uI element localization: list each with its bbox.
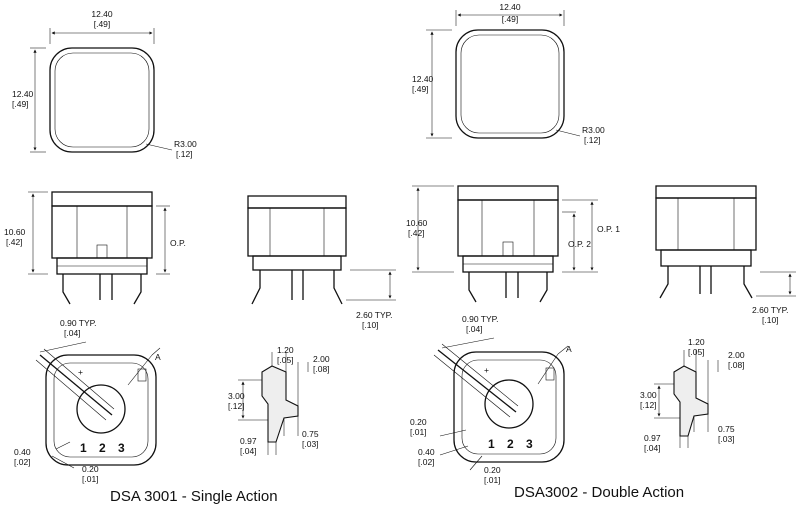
right-det-120-in: [.05] — [688, 347, 705, 357]
right-top-height: 12.40 — [412, 74, 434, 84]
right-top-view: 12.40 [.49] 12.40 [.49] R3.00 [.12] — [412, 2, 605, 145]
plus-mark-icon: + — [78, 367, 83, 377]
right-det-120: 1.20 — [688, 337, 705, 347]
left-pin-3: 3 — [118, 441, 125, 455]
left-pin-len: 2.60 TYP. — [356, 310, 393, 320]
right-dim-020b: 0.20 — [484, 465, 501, 475]
right-dim-020: 0.20 — [410, 417, 427, 427]
right-pin-3: 3 — [526, 437, 533, 451]
left-front-view: 10.60 [.42] O.P. — [4, 191, 186, 305]
left-top-view: 12.40 [.49] 12.40 [.49] R3.00 [.12] — [12, 9, 197, 159]
right-typ-in: [.04] — [466, 324, 483, 334]
left-top-height-in: [.49] — [12, 99, 29, 109]
right-det-075: 0.75 — [718, 424, 735, 434]
left-side-height-in: [.42] — [6, 237, 23, 247]
left-pin-1: 1 — [80, 441, 87, 455]
left-det-120: 1.20 — [277, 345, 294, 355]
left-dim-020: 0.20 — [82, 464, 99, 474]
left-arrow-a: A — [155, 352, 161, 362]
left-top-height: 12.40 — [12, 89, 34, 99]
left-dim-040: 0.40 — [14, 447, 31, 457]
right-op1-label: O.P. 1 — [597, 224, 620, 234]
right-det-075-in: [.03] — [718, 434, 735, 444]
right-front-view: 10.60 [.42] O.P. 1 O.P. 2 — [406, 185, 620, 303]
left-dim-040-in: [.02] — [14, 457, 31, 467]
left-det-075: 0.75 — [302, 429, 319, 439]
right-latch-detail: 1.20 [.05] 2.00 [.08] 3.00 [.12] 0.97 [.… — [640, 337, 745, 453]
left-side-view: 2.60 TYP. [.10] — [247, 195, 396, 330]
left-pin-2: 2 — [99, 441, 106, 455]
right-pin-2: 2 — [507, 437, 514, 451]
right-dim-020-in: [.01] — [410, 427, 427, 437]
left-det-120-in: [.05] — [277, 355, 294, 365]
right-bottom-view: + 0.90 TYP. [.04] A 1 2 3 0.20 [.01] 0.4… — [410, 314, 572, 485]
left-det-200: 2.00 — [313, 354, 330, 364]
right-det-097: 0.97 — [644, 433, 661, 443]
right-arrow-a: A — [566, 344, 572, 354]
right-top-width-in: [.49] — [502, 14, 519, 24]
right-typ: 0.90 TYP. — [462, 314, 499, 324]
left-det-097-in: [.04] — [240, 446, 257, 456]
right-caption: DSA3002 - Double Action — [514, 484, 685, 501]
right-dim-040-in: [.02] — [418, 457, 435, 467]
right-dim-040: 0.40 — [418, 447, 435, 457]
left-radius: R3.00 — [174, 139, 197, 149]
right-dim-020b-in: [.01] — [484, 475, 501, 485]
left-latch-detail: 1.20 [.05] 2.00 [.08] 3.00 [.12] 0.97 [.… — [228, 345, 330, 456]
right-det-300-in: [.12] — [640, 400, 657, 410]
left-side-height: 10.60 — [4, 227, 26, 237]
right-op2-label: O.P. 2 — [568, 239, 591, 249]
left-bottom-view: + 0.90 TYP. [.04] A 1 2 3 0.40 [.02] 0.2… — [14, 318, 161, 484]
right-det-200-in: [.08] — [728, 360, 745, 370]
plus-mark-icon: + — [484, 365, 489, 375]
left-det-200-in: [.08] — [313, 364, 330, 374]
right-side-height-in: [.42] — [408, 228, 425, 238]
left-det-300: 3.00 — [228, 391, 245, 401]
left-det-097: 0.97 — [240, 436, 257, 446]
right-radius: R3.00 — [582, 125, 605, 135]
right-det-200: 2.00 — [728, 350, 745, 360]
right-side-view: 2.60 TYP. [.10] — [655, 185, 796, 325]
left-top-width: 12.40 — [91, 9, 113, 19]
right-pin-len-in: [.10] — [762, 315, 779, 325]
left-det-075-in: [.03] — [302, 439, 319, 449]
right-radius-in: [.12] — [584, 135, 601, 145]
left-typ: 0.90 TYP. — [60, 318, 97, 328]
left-pin-len-in: [.10] — [362, 320, 379, 330]
right-top-height-in: [.49] — [412, 84, 429, 94]
left-top-width-in: [.49] — [94, 19, 111, 29]
right-det-097-in: [.04] — [644, 443, 661, 453]
left-dim-020-in: [.01] — [82, 474, 99, 484]
left-caption: DSA 3001 - Single Action — [110, 488, 278, 505]
left-radius-in: [.12] — [176, 149, 193, 159]
right-pin-1: 1 — [488, 437, 495, 451]
left-op-label: O.P. — [170, 238, 186, 248]
left-typ-in: [.04] — [64, 328, 81, 338]
right-det-300: 3.00 — [640, 390, 657, 400]
left-det-300-in: [.12] — [228, 401, 245, 411]
right-side-height: 10.60 — [406, 218, 428, 228]
right-pin-len: 2.60 TYP. — [752, 305, 789, 315]
right-top-width: 12.40 — [499, 2, 521, 12]
